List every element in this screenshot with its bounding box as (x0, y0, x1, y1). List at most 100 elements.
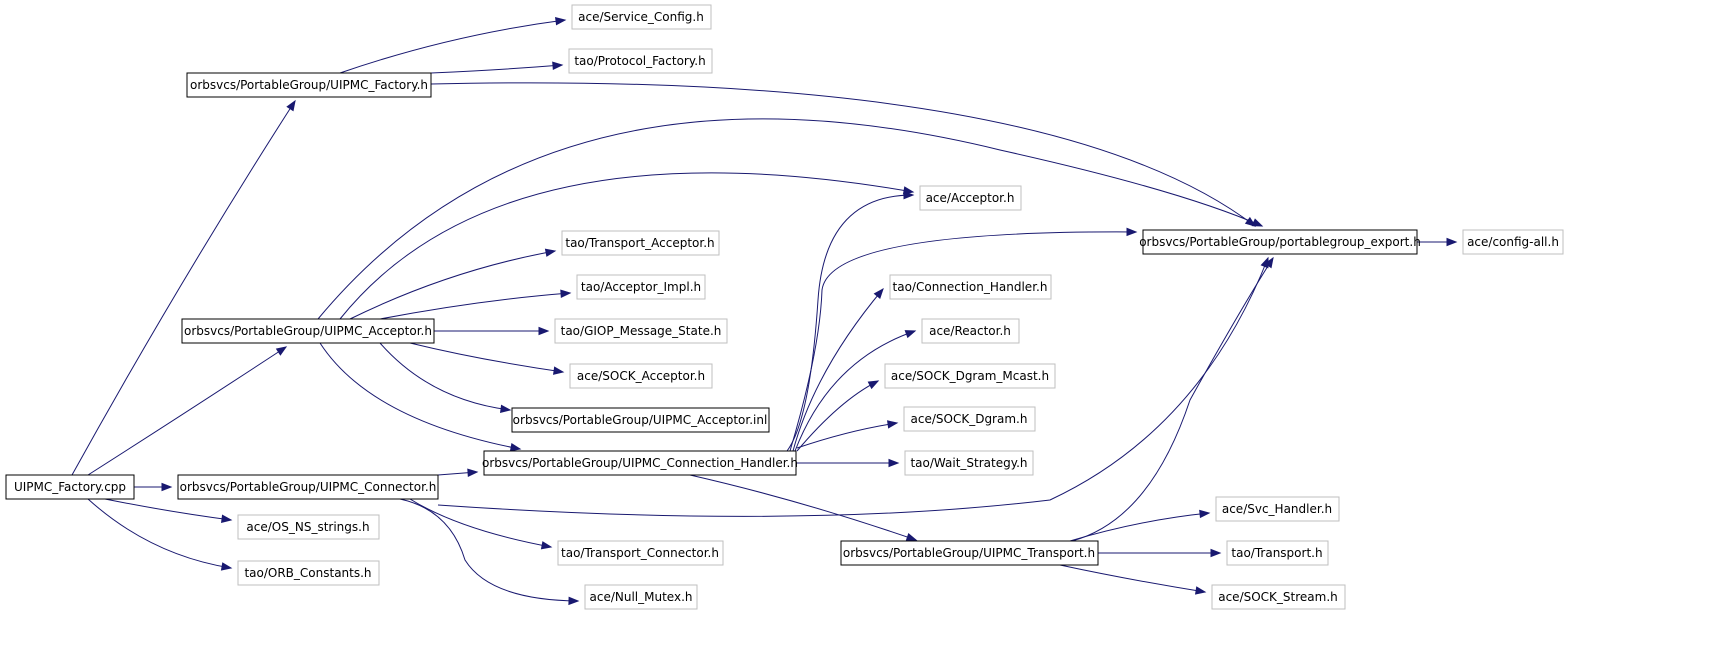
node-uipmc-acceptor-inl[interactable]: orbsvcs/PortableGroup/UIPMC_Acceptor.inl (511, 407, 770, 433)
edge-n6-n4 (317, 118, 1264, 320)
node-uipmc-connection-handler-h[interactable]: orbsvcs/PortableGroup/UIPMC_Connection_H… (482, 450, 798, 476)
node-label: tao/Protocol_Factory.h (574, 54, 705, 68)
edge-n19-n22 (1059, 564, 1207, 595)
edge-line (409, 498, 552, 548)
node-root-uipmc-factory-cpp[interactable]: UIPMC_Factory.cpp (5, 474, 135, 500)
edge-n13-n7 (786, 190, 915, 452)
edge-n23-n24 (409, 498, 553, 550)
edge-line (796, 380, 879, 452)
edge-n13-n16 (796, 380, 880, 452)
edge-line (339, 172, 914, 320)
node-sock-acceptor-h[interactable]: ace/SOCK_Acceptor.h (569, 363, 713, 389)
arrowhead (555, 17, 567, 26)
arrowhead (560, 289, 572, 298)
edge-n13-n4 (789, 227, 1138, 452)
edge-n19-n20 (1069, 509, 1211, 542)
arrowhead (873, 287, 884, 300)
arrowhead (540, 541, 553, 550)
edge-n0-n1 (71, 99, 296, 476)
node-label: orbsvcs/PortableGroup/UIPMC_Connection_H… (482, 456, 798, 470)
edge-line (1071, 257, 1274, 542)
node-label: ace/Acceptor.h (926, 191, 1015, 205)
edge-line (87, 346, 287, 476)
node-giop-message-state-h[interactable]: tao/GIOP_Message_State.h (554, 318, 728, 344)
edge-line (1069, 512, 1210, 542)
node-label: ace/SOCK_Stream.h (1218, 590, 1338, 604)
node-transport-h[interactable]: tao/Transport.h (1226, 540, 1329, 566)
node-uipmc-transport-h[interactable]: orbsvcs/PortableGroup/UIPMC_Transport.h (840, 540, 1099, 566)
edge-line (71, 100, 296, 476)
edge-line (786, 194, 914, 452)
edge-n4-n5 (1417, 237, 1458, 247)
arrowhead (538, 326, 550, 336)
node-label: tao/Wait_Strategy.h (910, 456, 1027, 470)
edge-n1-n4 (430, 82, 1257, 227)
edge-n23-n13 (437, 468, 479, 477)
node-label: tao/GIOP_Message_State.h (561, 324, 722, 338)
arrowhead (1194, 586, 1207, 595)
arrowhead (867, 380, 880, 390)
edge-line (409, 342, 564, 373)
node-service-config-h[interactable]: ace/Service_Config.h (571, 4, 712, 30)
edge-line (689, 474, 917, 541)
node-config-all-h[interactable]: ace/config-all.h (1462, 229, 1564, 255)
node-wait-strategy-h[interactable]: tao/Wait_Strategy.h (904, 450, 1034, 476)
arrowhead (904, 330, 917, 339)
edge-n13-n19 (689, 474, 918, 541)
node-label: orbsvcs/PortableGroup/portablegroup_expo… (1139, 235, 1421, 249)
node-label: tao/Connection_Handler.h (893, 280, 1048, 294)
edge-n1-n3 (430, 61, 564, 74)
edge-n0-n26 (104, 498, 233, 523)
edges-layer (71, 17, 1458, 606)
node-svc-handler-h[interactable]: ace/Svc_Handler.h (1215, 496, 1340, 522)
edge-line (789, 231, 1137, 452)
edge-line (379, 342, 511, 411)
node-transport-connector-h[interactable]: tao/Transport_Connector.h (557, 540, 724, 566)
node-sock-stream-h[interactable]: ace/SOCK_Stream.h (1211, 584, 1346, 610)
edge-n0-n6 (87, 346, 288, 476)
node-orb-constants-h[interactable]: tao/ORB_Constants.h (237, 560, 380, 586)
edge-line (319, 342, 521, 450)
node-label: tao/Transport.h (1231, 546, 1322, 560)
edge-n6-n9 (379, 289, 572, 320)
node-uipmc-connector-h[interactable]: orbsvcs/PortableGroup/UIPMC_Connector.h (177, 474, 439, 500)
edge-line (87, 498, 232, 569)
node-label: ace/Reactor.h (929, 324, 1011, 338)
arrowhead (286, 99, 296, 112)
node-os-ns-strings-h[interactable]: ace/OS_NS_strings.h (237, 514, 380, 540)
edge-n0-n27 (87, 498, 233, 571)
node-ace-acceptor-h[interactable]: ace/Acceptor.h (919, 185, 1022, 211)
arrowhead (1210, 548, 1222, 558)
node-label: orbsvcs/PortableGroup/UIPMC_Factory.h (190, 78, 428, 92)
node-sock-dgram-mcast-h[interactable]: ace/SOCK_Dgram_Mcast.h (884, 363, 1056, 389)
edge-n23-n4 (437, 256, 1269, 517)
node-label: orbsvcs/PortableGroup/UIPMC_Acceptor.h (184, 324, 432, 338)
node-protocol-factory-h[interactable]: tao/Protocol_Factory.h (568, 48, 713, 74)
node-label: ace/Null_Mutex.h (590, 590, 693, 604)
node-acceptor-impl-h[interactable]: tao/Acceptor_Impl.h (576, 274, 706, 300)
edge-n1-n2 (339, 17, 567, 74)
edge-line (317, 118, 1263, 320)
node-reactor-h[interactable]: ace/Reactor.h (921, 318, 1020, 344)
edge-line (430, 64, 563, 74)
arrowhead (1126, 227, 1138, 237)
node-uipmc-acceptor-h[interactable]: orbsvcs/PortableGroup/UIPMC_Acceptor.h (181, 318, 435, 344)
edge-n19-n21 (1098, 548, 1222, 558)
edge-n0-n23 (134, 482, 173, 492)
node-uipmc-factory-h[interactable]: orbsvcs/PortableGroup/UIPMC_Factory.h (186, 72, 432, 98)
edge-n13-n18 (796, 458, 900, 468)
node-label: UIPMC_Factory.cpp (14, 480, 126, 494)
edge-n6-n12 (379, 342, 512, 413)
arrowhead (221, 514, 233, 523)
arrowhead (552, 61, 564, 70)
node-portablegroup-export-h[interactable]: orbsvcs/PortableGroup/portablegroup_expo… (1139, 229, 1421, 255)
node-label: tao/Acceptor_Impl.h (581, 280, 701, 294)
node-null-mutex-h[interactable]: ace/Null_Mutex.h (584, 584, 698, 610)
arrowhead (544, 248, 557, 257)
arrowhead (161, 482, 173, 492)
node-sock-dgram-h[interactable]: ace/SOCK_Dgram.h (903, 406, 1036, 432)
edge-line (794, 330, 916, 452)
node-connection-handler-h[interactable]: tao/Connection_Handler.h (889, 274, 1052, 300)
node-transport-acceptor-h[interactable]: tao/Transport_Acceptor.h (561, 230, 720, 256)
